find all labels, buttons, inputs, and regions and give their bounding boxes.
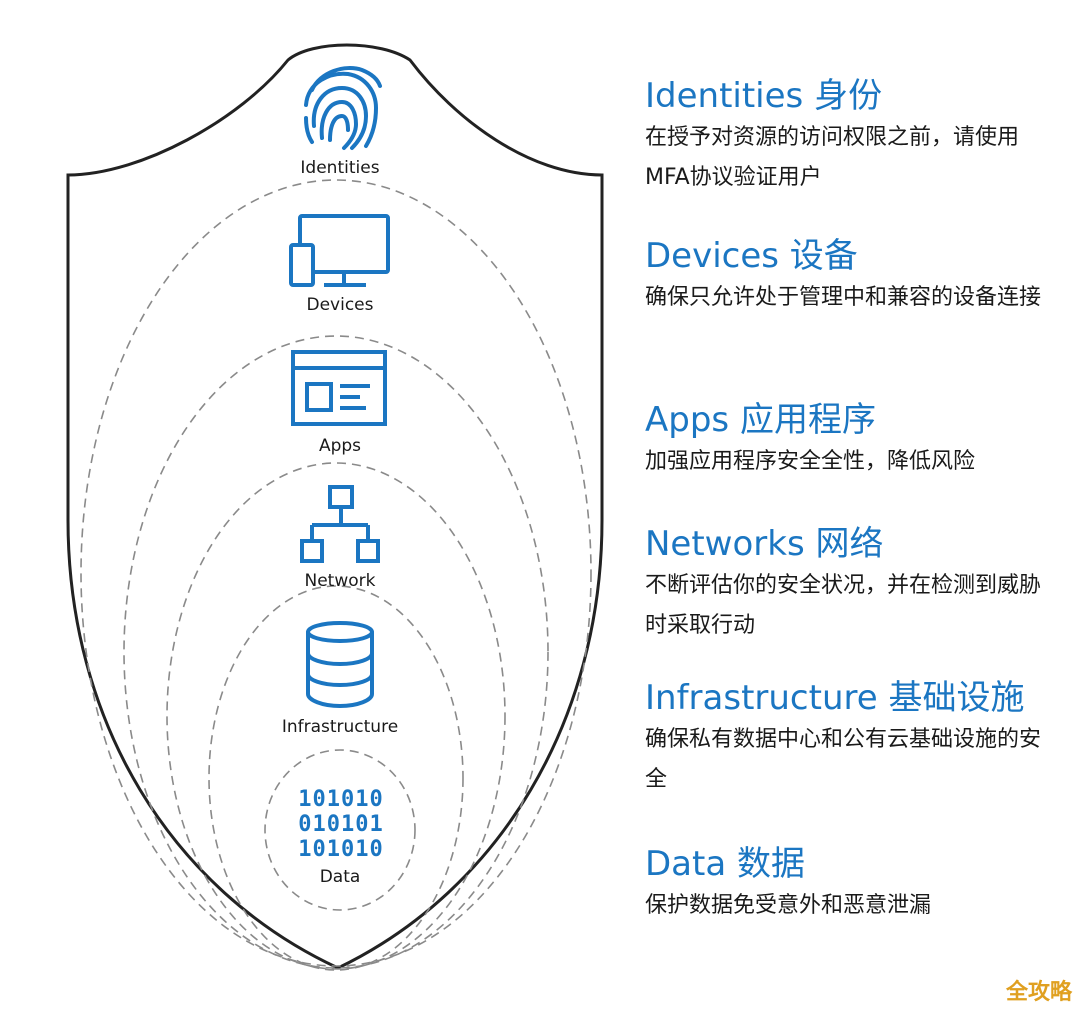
description-devices: Devices 设备 确保只允许处于管理中和兼容的设备连接	[645, 236, 1045, 318]
description-infrastructure: Infrastructure 基础设施 确保私有数据中心和公有云基础设施的安全	[645, 678, 1045, 800]
layer-label-infrastructure: Infrastructure	[282, 717, 398, 737]
description-text: 在授予对资源的访问权限之前，请使用MFA协议验证用户	[645, 125, 1020, 190]
network-tree-icon	[300, 485, 380, 563]
layer-label-identities: Identities	[300, 158, 379, 178]
description-title: Devices 设备	[645, 236, 858, 276]
security-layers-diagram: Identities Devices Apps Network Infrastr…	[66, 43, 604, 971]
layer-ring-data	[264, 749, 416, 911]
description-title: Infrastructure 基础设施	[645, 678, 1025, 718]
binary-row: 101010	[298, 787, 383, 812]
description-title: Identities 身份	[645, 76, 883, 116]
app-window-icon	[291, 350, 387, 426]
binary-data-icon: 101010 010101 101010	[298, 787, 383, 862]
description-title: Data 数据	[645, 844, 805, 884]
description-text: 保护数据免受意外和恶意泄漏	[645, 893, 932, 918]
layer-label-apps: Apps	[319, 436, 361, 456]
binary-row: 010101	[298, 812, 383, 837]
layer-ring-devices	[80, 179, 592, 967]
layer-ring-network	[166, 462, 506, 970]
layer-label-data: Data	[320, 867, 361, 887]
binary-row: 101010	[298, 837, 383, 862]
description-networks: Networks 网络 不断评估你的安全状况，并在检测到威胁时采取行动	[645, 524, 1045, 646]
layer-ring-infrastructure	[208, 585, 464, 971]
fingerprint-icon	[304, 66, 382, 150]
description-data: Data 数据 保护数据免受意外和恶意泄漏	[645, 844, 1045, 926]
description-title: Apps 应用程序	[645, 400, 876, 440]
description-text: 确保私有数据中心和公有云基础设施的安全	[645, 727, 1042, 792]
description-identities: Identities 身份 在授予对资源的访问权限之前，请使用MFA协议验证用户	[645, 76, 1045, 198]
layer-label-network: Network	[305, 571, 376, 591]
watermark: 全攻略	[1005, 980, 1072, 1005]
layer-ring-apps	[123, 335, 549, 969]
description-title: Networks 网络	[645, 524, 884, 564]
devices-icon	[289, 214, 390, 287]
database-icon	[306, 621, 374, 709]
layer-label-devices: Devices	[307, 295, 374, 315]
description-text: 不断评估你的安全状况，并在检测到威胁时采取行动	[645, 573, 1042, 638]
description-text: 确保只允许处于管理中和兼容的设备连接	[645, 285, 1042, 310]
description-apps: Apps 应用程序 加强应用程序安全全性，降低风险	[645, 400, 1045, 482]
description-text: 加强应用程序安全全性，降低风险	[645, 449, 976, 474]
